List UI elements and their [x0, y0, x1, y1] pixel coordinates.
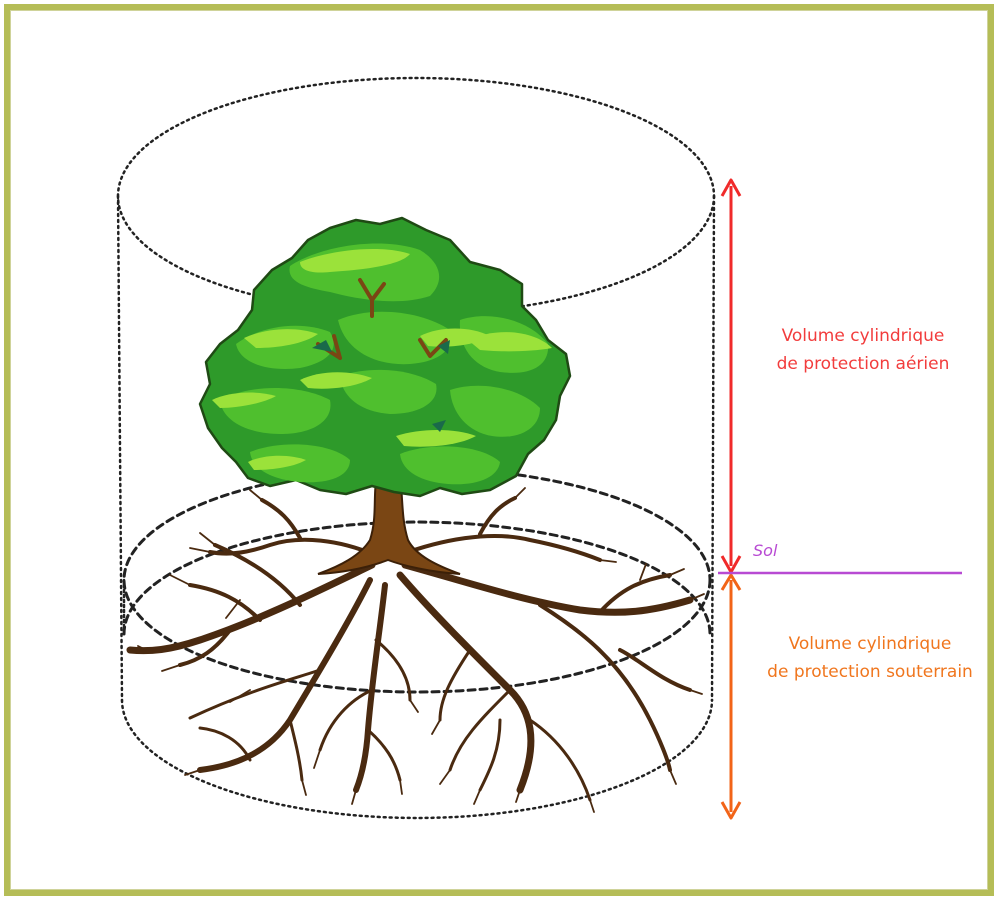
- root-center-down: [356, 585, 385, 790]
- souterrain-volume-label: Volume cylindrique de protection souterr…: [740, 630, 1000, 686]
- root-right-b: [440, 650, 590, 800]
- root-right-down: [400, 575, 531, 790]
- souterrain-dimension: [722, 575, 740, 818]
- root-upper-right: [400, 498, 600, 560]
- root-left-down-b: [190, 670, 320, 780]
- tree-canopy: [200, 218, 570, 496]
- ground-ellipse: [124, 468, 710, 692]
- souterrain-label-line1: Volume cylindrique: [740, 630, 1000, 658]
- cylinder-bottom-ellipse: [122, 700, 712, 818]
- root-fine-right: [400, 488, 704, 812]
- cylinder-left-edge: [118, 196, 122, 700]
- souterrain-label-line2: de protection souterrain: [740, 658, 1000, 686]
- cylinder-right-edge: [712, 196, 714, 700]
- aerien-label-line2: de protection aérien: [748, 350, 978, 378]
- sol-label: Sol: [753, 541, 777, 560]
- roots: [130, 488, 704, 812]
- aerien-label-line1: Volume cylindrique: [748, 322, 978, 350]
- ground-band-back: [124, 522, 710, 634]
- aerien-volume-label: Volume cylindrique de protection aérien: [748, 322, 978, 378]
- aerien-dimension: [722, 180, 740, 572]
